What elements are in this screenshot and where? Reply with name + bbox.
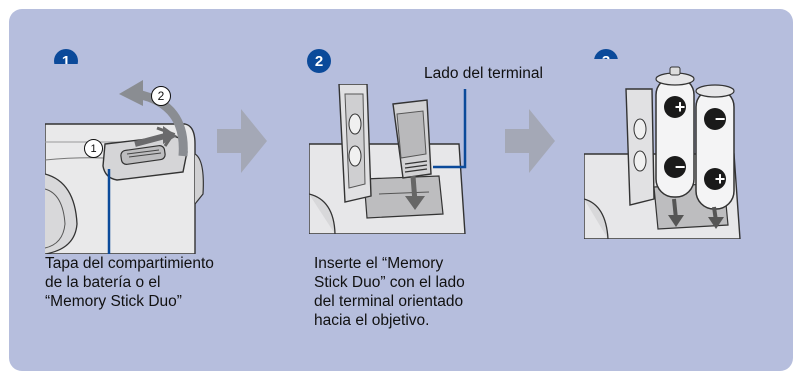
battery-1-minus-sign: − xyxy=(674,157,686,177)
callout-line xyxy=(433,89,467,169)
step-1-number: 1 xyxy=(61,52,71,70)
step-3-illustration xyxy=(584,59,744,239)
step-1-caption-line-1: Tapa del compartimiento xyxy=(45,255,214,272)
battery-1-plus-sign: + xyxy=(674,97,686,117)
marker-1: 1 xyxy=(84,139,103,158)
step-1-caption-line-3: “Memory Stick Duo” xyxy=(45,293,182,310)
battery-2-plus-sign: + xyxy=(714,169,726,189)
step-2-badge: 2 xyxy=(307,49,331,73)
instruction-panel: 1 2 1 Tapa del compartimiento de la bate… xyxy=(9,9,793,371)
step-1-caption: Tapa del compartimiento de la batería o … xyxy=(45,254,214,311)
marker-2: 2 xyxy=(151,86,171,106)
step-2-illustration xyxy=(309,84,469,234)
step-2-caption: Inserte el “Memory Stick Duo” con el lad… xyxy=(314,254,465,330)
terminal-side-callout: Lado del terminal xyxy=(424,65,543,82)
step-1-caption-line-2: de la batería o el xyxy=(45,274,161,291)
battery-2-minus-sign: − xyxy=(714,109,726,129)
step-1-illustration xyxy=(45,64,245,254)
step-2-number: 2 xyxy=(314,52,324,70)
step-2-caption-line-4: hacia el objetivo. xyxy=(314,312,430,329)
marker-2-label: 2 xyxy=(157,89,165,103)
step-2-caption-line-3: del terminal orientado xyxy=(314,293,464,310)
step-arrow-1 xyxy=(217,109,267,173)
step-arrow-2 xyxy=(505,109,555,173)
step-2-caption-line-1: Inserte el “Memory xyxy=(314,255,444,272)
marker-1-label: 1 xyxy=(90,142,97,155)
step-2-caption-line-2: Stick Duo” con el lado xyxy=(314,274,465,291)
